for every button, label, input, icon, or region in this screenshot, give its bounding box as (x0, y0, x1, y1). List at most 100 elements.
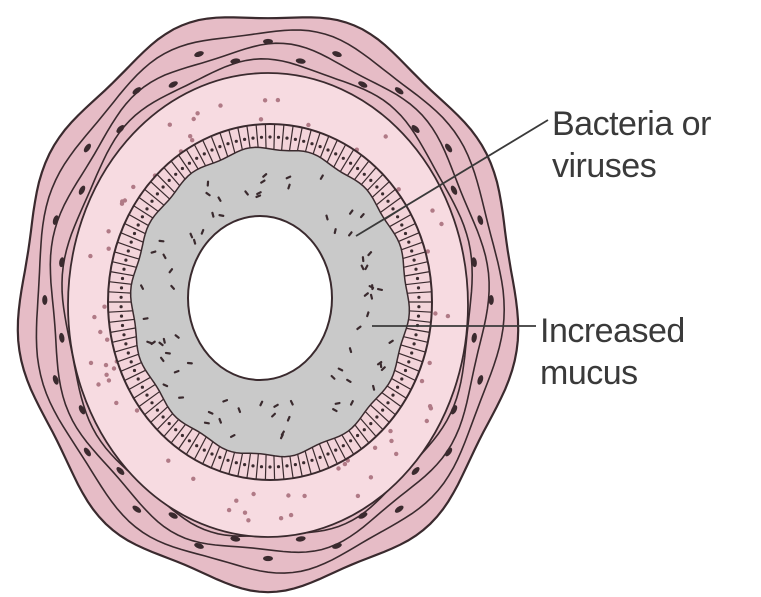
epithelial-nucleus (121, 277, 124, 280)
epithelial-nucleus (334, 152, 337, 155)
epithelial-nucleus (133, 232, 136, 235)
epithelial-nucleus (310, 459, 313, 462)
tissue-dot (243, 511, 247, 515)
epithelial-nucleus (141, 386, 144, 389)
epithelial-nucleus (137, 223, 140, 226)
tissue-dot (234, 499, 238, 503)
tissue-dot (420, 379, 424, 383)
epithelial-nucleus (181, 434, 184, 437)
tissue-dot (439, 222, 443, 226)
epithelial-nucleus (302, 461, 305, 464)
epithelial-nucleus (181, 167, 184, 170)
epithelial-nucleus (413, 342, 416, 345)
tissue-dot (102, 305, 106, 309)
epithelial-nucleus (120, 286, 123, 289)
epithelial-nucleus (268, 135, 271, 138)
tissue-dot (131, 185, 135, 189)
epithelial-nucleus (310, 142, 313, 145)
tissue-dot (336, 466, 340, 470)
epithelial-nucleus (122, 333, 125, 336)
epithelial-nucleus (243, 138, 246, 141)
wall-nucleus (489, 295, 494, 305)
epithelial-nucleus (407, 360, 410, 363)
epithelial-nucleus (356, 434, 359, 437)
epithelial-nucleus (195, 444, 198, 447)
epithelial-nucleus (120, 305, 123, 308)
tissue-dot (92, 315, 96, 319)
epithelial-nucleus (417, 286, 420, 289)
epithelial-nucleus (226, 142, 229, 145)
epithelial-nucleus (235, 140, 238, 143)
tissue-dot (104, 373, 108, 377)
epithelial-nucleus (145, 207, 148, 210)
epithelial-nucleus (396, 386, 399, 389)
tissue-dot (88, 254, 92, 258)
epithelial-nucleus (294, 463, 297, 466)
epithelial-nucleus (413, 259, 416, 262)
epithelial-nucleus (210, 148, 213, 151)
tissue-dot (135, 408, 139, 412)
epithelial-nucleus (141, 215, 144, 218)
bacteria-label-line1: Bacteria or (552, 103, 711, 145)
epithelial-nucleus (342, 157, 345, 160)
tissue-dot (430, 208, 434, 212)
epithelial-nucleus (127, 351, 130, 354)
epithelial-nucleus (417, 315, 420, 318)
epithelial-nucleus (168, 422, 171, 425)
tissue-dot (343, 462, 347, 466)
epithelial-nucleus (396, 215, 399, 218)
tissue-dot (104, 363, 108, 367)
tissue-dot (259, 117, 263, 121)
mucus-label-line1: Increased (540, 310, 685, 352)
bacteria-label: Bacteria or viruses (552, 103, 711, 187)
wall-nucleus (42, 295, 47, 305)
tissue-dot (279, 516, 283, 520)
epithelial-nucleus (260, 465, 263, 468)
tissue-dot (306, 123, 310, 127)
tissue-dot (106, 229, 110, 233)
epithelial-nucleus (243, 463, 246, 466)
wall-nucleus (263, 556, 273, 561)
tissue-dot (192, 117, 196, 121)
epithelial-nucleus (369, 179, 372, 182)
tissue-dot (168, 123, 172, 127)
epithelial-nucleus (319, 145, 322, 148)
epithelial-nucleus (251, 137, 254, 140)
epithelial-nucleus (391, 394, 394, 397)
tissue-dot (190, 138, 194, 142)
tissue-dot (276, 98, 280, 102)
epithelial-nucleus (188, 439, 191, 442)
epithelial-cell-border (265, 454, 266, 480)
epithelial-nucleus (363, 173, 366, 176)
epithelial-nucleus (349, 162, 352, 165)
epithelial-nucleus (391, 207, 394, 210)
epithelial-nucleus (369, 422, 372, 425)
epithelial-nucleus (381, 409, 384, 412)
epithelial-nucleus (150, 401, 153, 404)
tissue-dot (369, 475, 373, 479)
epithelial-nucleus (410, 249, 413, 252)
tissue-dot (89, 361, 93, 365)
epithelial-nucleus (410, 351, 413, 354)
tissue-dot (446, 314, 450, 318)
tissue-dot (289, 513, 293, 517)
tissue-dot (107, 247, 111, 251)
epithelial-nucleus (235, 461, 238, 464)
epithelial-nucleus (137, 377, 140, 380)
epithelial-nucleus (251, 464, 254, 467)
tissue-dot (263, 98, 267, 102)
epithelial-nucleus (285, 464, 288, 467)
epithelial-cell-border (265, 124, 266, 150)
epithelial-nucleus (407, 241, 410, 244)
epithelial-nucleus (268, 465, 271, 468)
tissue-dot (191, 477, 195, 481)
epithelial-nucleus (326, 148, 329, 151)
tissue-dot (112, 366, 116, 370)
tissue-dot (286, 493, 290, 497)
bacterium (178, 396, 184, 399)
epithelial-nucleus (124, 259, 127, 262)
epithelial-nucleus (203, 449, 206, 452)
epithelial-nucleus (122, 268, 125, 271)
tissue-dot (195, 111, 199, 115)
